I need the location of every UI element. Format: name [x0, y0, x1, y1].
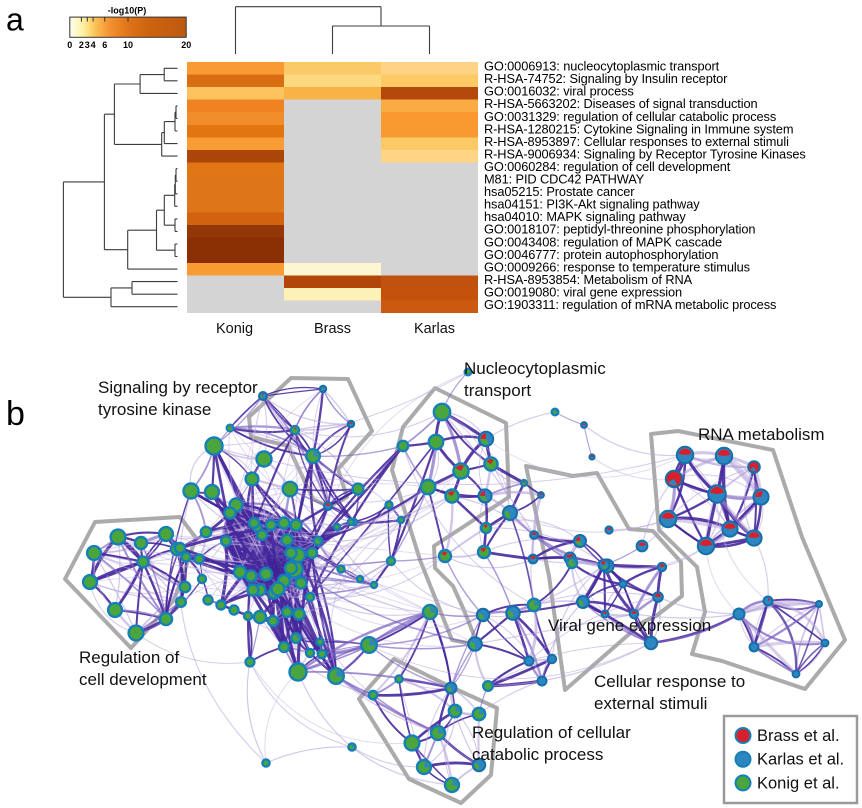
svg-text:6: 6 [102, 40, 107, 50]
svg-text:Signaling by receptor: Signaling by receptor [98, 378, 258, 397]
svg-text:Konig: Konig [216, 321, 253, 337]
svg-text:Brass et al.: Brass et al. [757, 727, 840, 745]
svg-text:GO:0018107: peptidyl-threonine: GO:0018107: peptidyl-threonine phosphory… [484, 222, 755, 237]
svg-text:hsa04010: MAPK signaling pathw: hsa04010: MAPK signaling pathway [484, 209, 686, 224]
svg-text:R-HSA-5663202: Diseases of sig: R-HSA-5663202: Diseases of signal transd… [484, 96, 758, 111]
svg-text:0: 0 [67, 40, 72, 50]
svg-text:R-HSA-8953897: Cellular respon: R-HSA-8953897: Cellular responses to ext… [484, 134, 789, 149]
svg-text:GO:0031329: regulation of cell: GO:0031329: regulation of cellular catab… [484, 109, 776, 124]
svg-text:catabolic process: catabolic process [472, 745, 603, 764]
svg-text:Regulation of: Regulation of [79, 648, 179, 667]
svg-text:Karlas et al.: Karlas et al. [757, 751, 844, 769]
svg-text:Brass: Brass [314, 321, 351, 337]
svg-text:GO:0046777: protein autophosph: GO:0046777: protein autophosphorylation [484, 247, 718, 262]
svg-text:R-HSA-9006934: Signaling by Re: R-HSA-9006934: Signaling by Receptor Tyr… [484, 146, 806, 161]
svg-text:R-HSA-1280215: Cytokine Signal: R-HSA-1280215: Cytokine Signaling in Imm… [484, 121, 793, 136]
svg-text:GO:1903311: regulation of mRNA: GO:1903311: regulation of mRNA metabolic… [484, 297, 776, 312]
svg-text:Cellular response to: Cellular response to [594, 672, 745, 691]
svg-text:R-HSA-74752: Signaling by Insu: R-HSA-74752: Signaling by Insulin recept… [484, 71, 728, 86]
svg-text:10: 10 [123, 40, 133, 50]
svg-text:Regulation of cellular: Regulation of cellular [472, 723, 631, 742]
svg-text:Konig et al.: Konig et al. [757, 774, 840, 792]
svg-text:Nucleocytoplasmic: Nucleocytoplasmic [464, 359, 606, 378]
svg-text:20: 20 [181, 40, 191, 50]
svg-text:b: b [6, 395, 25, 433]
svg-text:2: 2 [79, 40, 84, 50]
svg-text:GO:0016032: viral process: GO:0016032: viral process [484, 84, 634, 99]
svg-text:GO:0019080: viral gene express: GO:0019080: viral gene expression [484, 285, 682, 300]
svg-text:cell development: cell development [79, 670, 207, 689]
svg-text:tyrosine kinase: tyrosine kinase [98, 400, 211, 419]
svg-text:transport: transport [464, 381, 531, 400]
svg-text:GO:0006913: nucleocytoplasmic: GO:0006913: nucleocytoplasmic transport [484, 59, 720, 74]
svg-text:a: a [6, 2, 24, 38]
svg-text:hsa05215: Prostate cancer: hsa05215: Prostate cancer [484, 184, 635, 199]
svg-text:M81: PID CDC42 PATHWAY: M81: PID CDC42 PATHWAY [484, 172, 645, 187]
svg-text:hsa04151: PI3K-Akt signaling p: hsa04151: PI3K-Akt signaling pathway [484, 197, 700, 212]
svg-text:R-HSA-8953854: Metabolism of R: R-HSA-8953854: Metabolism of RNA [484, 272, 693, 287]
svg-text:GO:0043408: regulation of MAPK: GO:0043408: regulation of MAPK cascade [484, 234, 722, 249]
svg-text:Karlas: Karlas [414, 321, 455, 337]
svg-text:external stimuli: external stimuli [594, 694, 707, 713]
svg-text:GO:0009266: response to temper: GO:0009266: response to temperature stim… [484, 259, 750, 274]
svg-text:RNA metabolism: RNA metabolism [698, 425, 825, 444]
svg-text:GO:0060284: regulation of cell: GO:0060284: regulation of cell developme… [484, 159, 731, 174]
svg-text:4: 4 [91, 40, 96, 50]
svg-text:-log10(P): -log10(P) [108, 6, 147, 16]
svg-text:3: 3 [85, 40, 90, 50]
svg-text:Viral gene expression: Viral gene expression [548, 616, 711, 635]
